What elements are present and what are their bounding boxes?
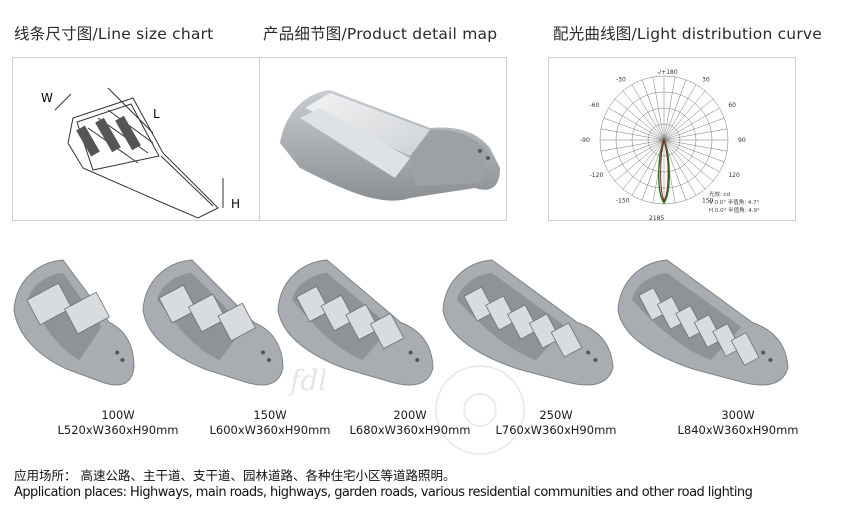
led-module xyxy=(295,285,331,323)
curve-h xyxy=(660,138,669,203)
product-size: L520xW360xH90mm xyxy=(57,423,179,437)
polar-angle-label-right: 30 xyxy=(702,76,710,83)
product-size: L680xW360xH90mm xyxy=(349,423,471,437)
polar-angle-label-right: 120 xyxy=(728,172,740,179)
led-module xyxy=(158,284,198,324)
dim-label-l: L xyxy=(153,107,160,121)
section-title-light-distribution: 配光曲线图/Light distribution curve xyxy=(553,25,823,43)
polar-angle-label-left: -30 xyxy=(616,76,626,83)
led-module xyxy=(463,286,496,322)
led-module xyxy=(369,312,405,350)
dim-label-w: W xyxy=(41,91,53,105)
led-module xyxy=(320,294,355,332)
product-power: 200W xyxy=(393,408,427,422)
legend-line-1: 光效: cd xyxy=(709,190,730,198)
product-detail-image xyxy=(280,90,500,201)
led-module xyxy=(675,305,705,339)
led-module xyxy=(528,313,561,349)
led-module xyxy=(693,314,723,348)
product-lamp-100w xyxy=(8,240,138,394)
led-module xyxy=(187,293,227,333)
product-power: 250W xyxy=(539,408,573,422)
line-size-chart-panel: W L H xyxy=(12,57,260,221)
section-title-line-size: 线条尺寸图/Line size chart xyxy=(14,25,214,43)
product-lamp-300w xyxy=(612,240,792,394)
product-power: 300W xyxy=(721,408,755,422)
led-module xyxy=(64,291,110,335)
dim-label-h: H xyxy=(231,197,240,211)
led-module xyxy=(345,303,380,341)
polar-angle-label-right: 60 xyxy=(728,102,736,109)
line-drawing: W L H xyxy=(41,87,240,219)
led-module xyxy=(485,295,517,331)
polar-chart: -/+180 2185 -150 150 -120 120 -90 90 -60 60 -30 3… xyxy=(580,69,760,221)
polar-angle-label-right: 150 xyxy=(702,198,714,205)
product-size: L760xW360xH90mm xyxy=(495,423,617,437)
application-en: Application places: Highways, main roads… xyxy=(14,485,753,500)
led-module xyxy=(550,322,583,358)
polar-angle-label-left: -90 xyxy=(580,137,590,144)
led-module xyxy=(656,296,686,330)
light-distribution-panel: -/+180 2185 -150 150 -120 120 -90 90 -60 60 -30 3… xyxy=(548,57,796,221)
led-module xyxy=(638,287,668,321)
section-title-product-detail: 产品细节图/Product detail map xyxy=(263,25,498,43)
curve-v xyxy=(658,138,670,205)
legend-line-2: V 0.0° 半值角: 4.7° xyxy=(709,198,760,206)
polar-top-label: -/+180 xyxy=(657,69,678,76)
product-lamp-150w xyxy=(137,240,287,394)
led-module xyxy=(730,332,760,366)
led-module xyxy=(26,282,73,326)
application-cn: 应用场所： 高速公路、主干道、支干道、园林道路、各种住宅小区等道路照明。 xyxy=(14,468,456,483)
led-module xyxy=(712,323,742,357)
polar-angle-label-left: -150 xyxy=(616,198,630,205)
product-size: L600xW360xH90mm xyxy=(209,423,331,437)
legend-line-3: H 0.0° 半值角: 4.9° xyxy=(709,206,760,214)
product-detail-panel xyxy=(259,57,507,221)
product-power: 150W xyxy=(253,408,287,422)
product-power: 100W xyxy=(101,408,135,422)
led-module xyxy=(217,302,257,342)
led-module xyxy=(507,304,539,340)
polar-angle-label-right: 90 xyxy=(738,137,746,144)
polar-bottom-label: 2185 xyxy=(649,215,664,221)
polar-angle-label-left: -60 xyxy=(590,102,600,109)
polar-angle-label-left: -120 xyxy=(590,172,604,179)
product-size: L840xW360xH90mm xyxy=(677,423,799,437)
product-lamp-200w xyxy=(272,240,437,394)
product-lamp-250w xyxy=(437,240,617,394)
